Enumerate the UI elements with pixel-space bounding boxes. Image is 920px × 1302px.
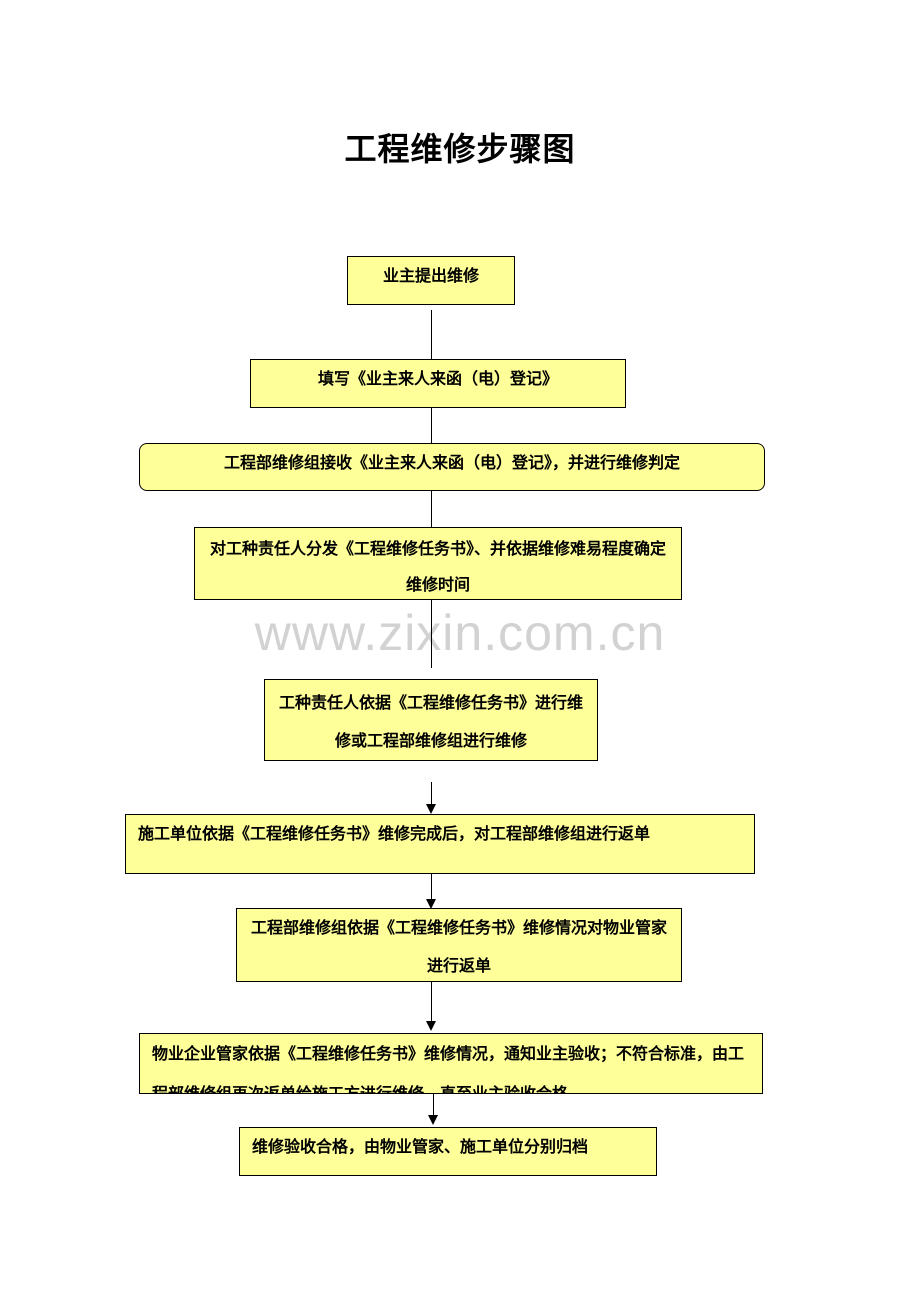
step-2-text: 填写《业主来人来函（电）登记》 (317, 369, 558, 388)
watermark: www.zixin.com.cn (254, 605, 666, 661)
step-3-box: 工程部维修组接收《业主来人来函（电）登记》，并进行维修判定 (139, 443, 765, 491)
connector-1 (431, 310, 432, 359)
step-5-box: 工种责任人依据《工程维修任务书》进行维修或工程部维修组进行维修 (264, 679, 598, 761)
connector-7 (431, 982, 432, 1022)
arrow-8 (428, 1115, 438, 1125)
step-2-box: 填写《业主来人来函（电）登记》 (250, 359, 626, 408)
step-6-box: 施工单位依据《工程维修任务书》维修完成后，对工程部维修组进行返单 (125, 814, 755, 874)
step-7-box: 工程部维修组依据《工程维修任务书》维修情况对物业管家进行返单 (236, 908, 682, 982)
step-9-box: 维修验收合格，由物业管家、施工单位分别归档 (239, 1127, 657, 1176)
arrow-5 (426, 804, 436, 814)
step-9-text: 维修验收合格，由物业管家、施工单位分别归档 (252, 1137, 589, 1156)
step-5-text: 工种责任人依据《工程维修任务书》进行维修或工程部维修组进行维修 (278, 693, 583, 750)
arrow-7 (426, 1021, 436, 1031)
step-6-text: 施工单位依据《工程维修任务书》维修完成后，对工程部维修组进行返单 (138, 824, 651, 843)
step-8-box: 物业企业管家依据《工程维修任务书》维修情况，通知业主验收；不符合标准，由工程部维… (139, 1033, 763, 1094)
connector-4 (431, 600, 432, 668)
connector-2 (431, 408, 432, 443)
step-8-text: 物业企业管家依据《工程维修任务书》维修情况，通知业主验收；不符合标准，由工程部维… (152, 1044, 745, 1094)
page-title: 工程维修步骤图 (344, 130, 576, 168)
step-4-text: 对工种责任人分发《工程维修任务书》、并依据维修难易程度确定维修时间 (209, 539, 666, 594)
step-1-box: 业主提出维修 (347, 256, 515, 305)
connector-5 (431, 782, 432, 806)
step-3-text: 工程部维修组接收《业主来人来函（电）登记》，并进行维修判定 (223, 453, 680, 472)
connector-6 (431, 874, 432, 900)
step-7-text: 工程部维修组依据《工程维修任务书》维修情况对物业管家进行返单 (250, 918, 667, 975)
connector-3 (431, 491, 432, 527)
step-1-text: 业主提出维修 (382, 266, 479, 285)
connector-8 (433, 1094, 434, 1116)
step-4-box: 对工种责任人分发《工程维修任务书》、并依据维修难易程度确定维修时间 (194, 527, 682, 600)
arrow-6 (426, 899, 436, 909)
